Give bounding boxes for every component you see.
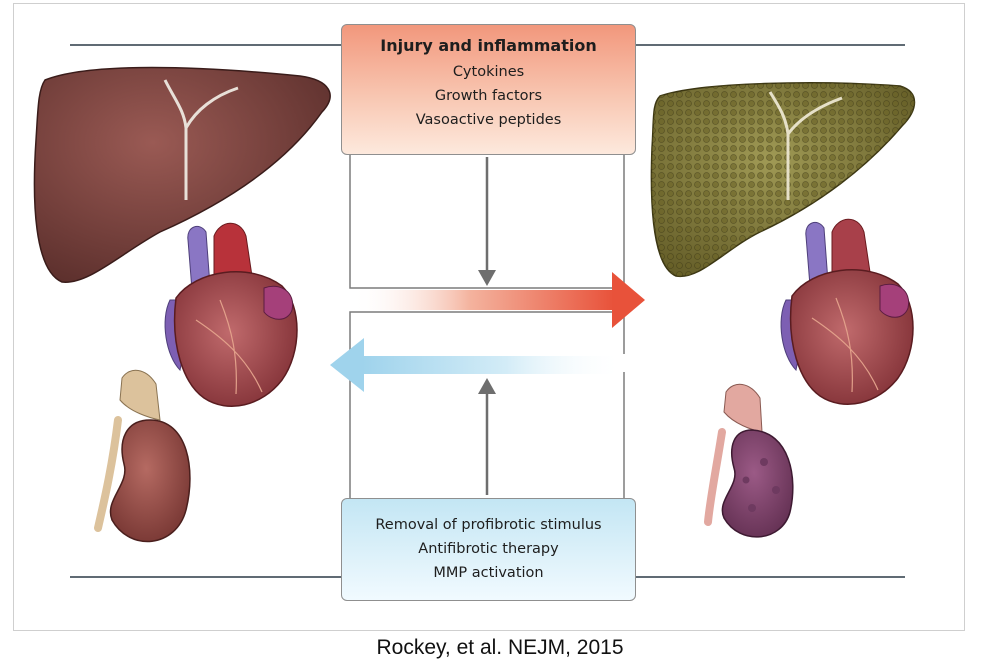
fibrotic-heart-icon — [780, 218, 914, 405]
up-arrow-icon — [478, 378, 496, 394]
fibrotic-kidney-icon — [704, 383, 794, 538]
bottom-box-item: Removal of profibrotic stimulus — [375, 517, 602, 533]
lower-connector — [349, 311, 625, 498]
injury-inflammation-title: Injury and inflammation — [380, 36, 597, 55]
top-box-item: Cytokines — [452, 64, 525, 80]
injury-inflammation-box: Injury and inflammation Cytokines Growth… — [341, 24, 636, 155]
forward-arrow-icon — [612, 272, 645, 328]
down-arrow-icon — [478, 270, 496, 286]
top-box-item: Vasoactive peptides — [415, 112, 562, 128]
regression-box: Removal of profibrotic stimulus Antifibr… — [341, 498, 636, 601]
upper-connector — [349, 155, 625, 289]
bottom-box-item: Antifibrotic therapy — [418, 541, 559, 557]
healthy-heart-icon — [164, 222, 298, 407]
reverse-arrow-icon — [330, 338, 364, 392]
top-box-item: Growth factors — [434, 88, 543, 104]
bottom-box-item: MMP activation — [433, 565, 544, 581]
fibrotic-liver-icon — [650, 82, 916, 278]
figure-caption: Rockey, et al. NEJM, 2015 — [376, 636, 624, 659]
healthy-liver-icon — [33, 66, 331, 283]
healthy-kidney-icon — [94, 369, 191, 543]
